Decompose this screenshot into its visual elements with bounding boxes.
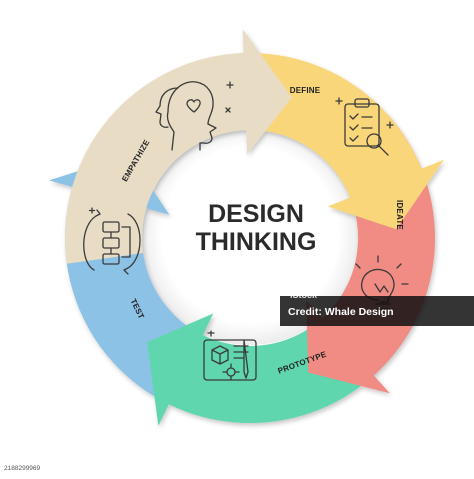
empathize-arrow-segment — [65, 29, 292, 264]
watermark-banner: Credit: Whale Design — [280, 296, 474, 326]
clipboard-magnifier-icon — [335, 97, 394, 156]
ideate-label: IDEATE — [395, 200, 404, 230]
flowchart-loop-icon — [83, 207, 141, 275]
diagram-title-line2: THINKING — [196, 228, 317, 256]
head-profile-icon — [155, 81, 234, 151]
istock-logo: iStock — [290, 290, 318, 300]
center-circle — [140, 125, 360, 345]
diagram-title-line1: DESIGN — [208, 200, 304, 228]
define-label: DEFINE — [290, 86, 321, 95]
svg-text:iStock: iStock — [290, 290, 318, 300]
watermark-credit: Credit: Whale Design — [288, 306, 394, 318]
blueprint-pencil-icon — [203, 330, 257, 381]
image-id: 2188299969 — [4, 465, 41, 472]
